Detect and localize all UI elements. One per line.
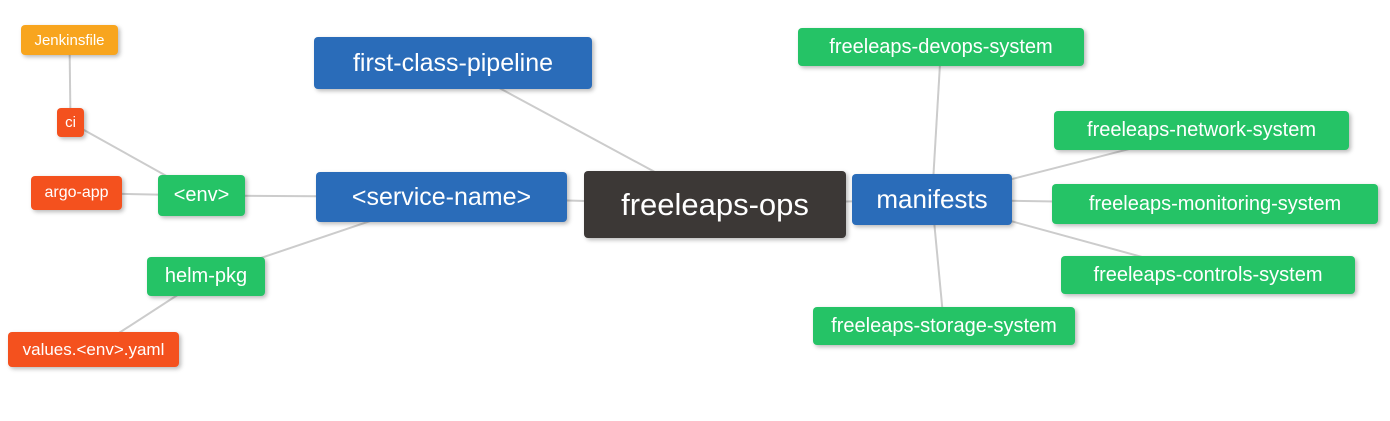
node-ci[interactable]: ci: [57, 108, 84, 137]
node-monitoring-system[interactable]: freeleaps-monitoring-system: [1052, 184, 1378, 224]
node-helm-pkg[interactable]: helm-pkg: [147, 257, 265, 296]
node-first-class-pipeline[interactable]: first-class-pipeline: [314, 37, 592, 89]
node-controls-system[interactable]: freeleaps-controls-system: [1061, 256, 1355, 294]
node-argo-app[interactable]: argo-app: [31, 176, 122, 210]
node-values-env-yaml[interactable]: values.<env>.yaml: [8, 332, 179, 367]
node-devops-system[interactable]: freeleaps-devops-system: [798, 28, 1084, 66]
node-service-name[interactable]: <service-name>: [316, 172, 567, 222]
node-storage-system[interactable]: freeleaps-storage-system: [813, 307, 1075, 345]
node-network-system[interactable]: freeleaps-network-system: [1054, 111, 1349, 150]
node-jenkinsfile[interactable]: Jenkinsfile: [21, 25, 118, 55]
node-manifests[interactable]: manifests: [852, 174, 1012, 225]
node-env[interactable]: <env>: [158, 175, 245, 216]
node-freeleaps-ops[interactable]: freeleaps-ops: [584, 171, 846, 238]
